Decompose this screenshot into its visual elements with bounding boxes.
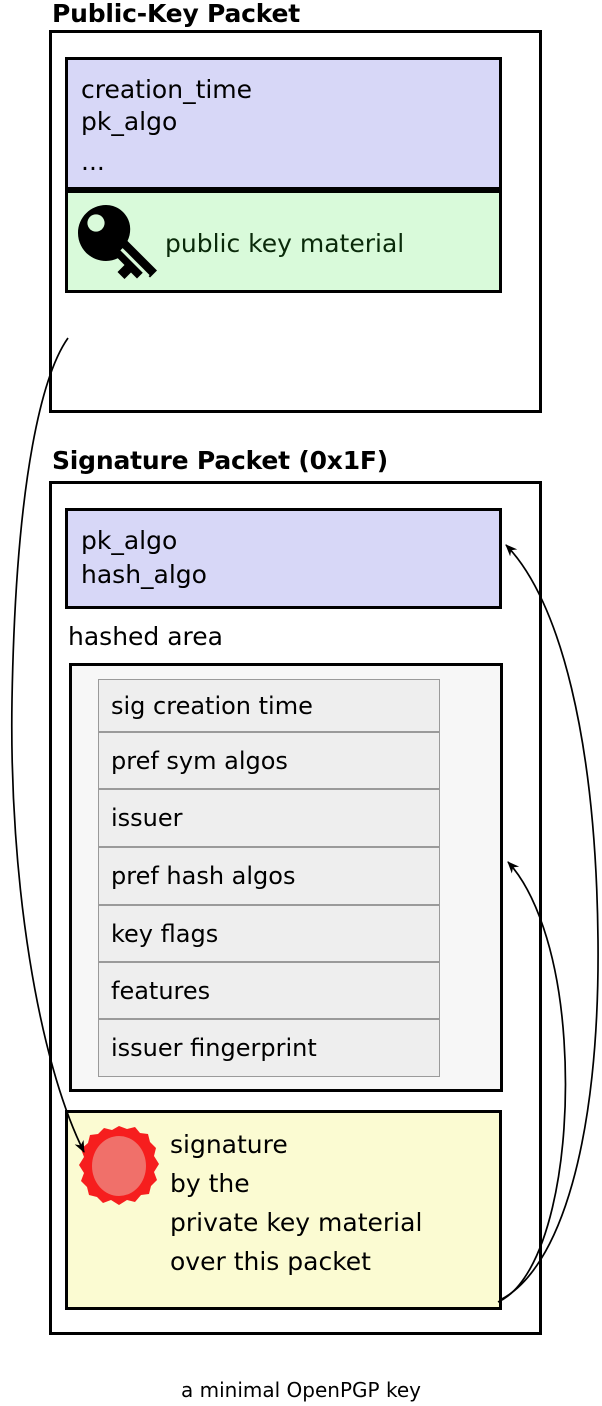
subpacket-row-6[interactable]: issuer fingerprint <box>98 1019 440 1077</box>
signature-line-2: private key material <box>170 1208 423 1237</box>
subpacket-row-0[interactable]: sig creation time <box>98 679 440 732</box>
signature-algo-line-1: hash_algo <box>81 560 207 589</box>
signature-line-3: over this packet <box>170 1247 371 1276</box>
key-icon <box>76 203 160 285</box>
signature-line-0: signature <box>170 1130 288 1159</box>
public-key-material-block: public key material <box>65 190 502 293</box>
diagram-caption: a minimal OpenPGP key <box>181 1378 421 1402</box>
public-key-header-line-0: creation_time <box>81 75 253 104</box>
signature-packet-title: Signature Packet (0x1F) <box>52 446 389 475</box>
public-key-material-label: public key material <box>165 229 405 258</box>
public-key-header-line-2: ... <box>81 147 105 176</box>
public-key-header-line-1: pk_algo <box>81 107 178 136</box>
public-key-header-block: creation_time pk_algo ... <box>65 57 502 190</box>
signature-algo-block: pk_algo hash_algo <box>65 508 502 609</box>
subpacket-row-1[interactable]: pref sym algos <box>98 732 440 789</box>
signature-line-1: by the <box>170 1169 250 1198</box>
wax-seal-icon <box>75 1123 163 1211</box>
subpacket-row-4[interactable]: key flags <box>98 905 440 962</box>
hashed-area-label: hashed area <box>68 622 223 651</box>
subpacket-row-2[interactable]: issuer <box>98 789 440 847</box>
public-key-packet-title: Public-Key Packet <box>52 0 301 28</box>
subpacket-row-5[interactable]: features <box>98 962 440 1019</box>
signature-block: signature by the private key material ov… <box>65 1110 502 1310</box>
subpacket-row-3[interactable]: pref hash algos <box>98 847 440 905</box>
signature-algo-line-0: pk_algo <box>81 526 178 555</box>
